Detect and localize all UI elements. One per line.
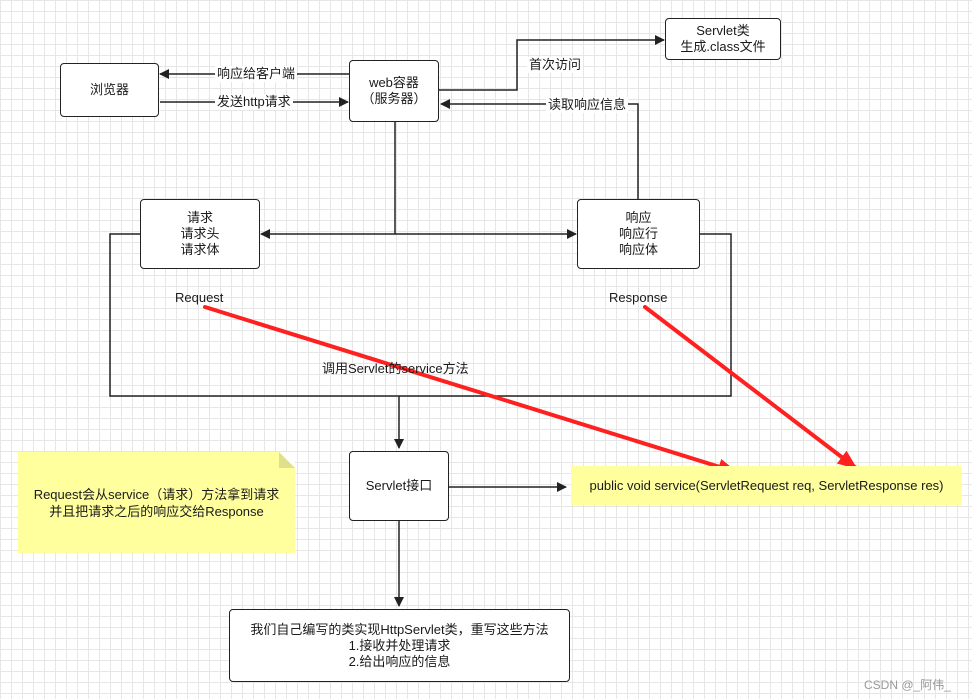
- note-fold-corner: [279, 452, 295, 468]
- service-method-signature: public void service(ServletRequest req, …: [589, 478, 944, 493]
- service-method-note: public void service(ServletRequest req, …: [571, 466, 962, 505]
- request-object-label: Request: [175, 290, 224, 305]
- edge-label-call-service: 调用Servlet的service方法: [322, 361, 469, 376]
- response-line-2: 响应行: [618, 226, 658, 241]
- request-line-3: 请求体: [180, 242, 220, 257]
- servlet-interface-label: Servlet接口: [365, 478, 433, 493]
- explanation-line-2: 并且把请求之后的响应交给Response: [49, 503, 264, 519]
- response-line-1: 响应: [625, 210, 652, 225]
- my-class-line-3: 2.给出响应的信息: [348, 653, 451, 669]
- edge-first-visit: [439, 35, 665, 91]
- response-node: 响应 响应行 响应体: [577, 199, 700, 269]
- response-object-label: Response: [609, 290, 668, 305]
- highlight-arrow-request: [203, 305, 738, 475]
- watermark: CSDN @_阿伟_: [864, 678, 951, 692]
- edge-label-send-http-request: 发送http请求: [215, 94, 293, 110]
- web-container-node: web容器 （服务器）: [349, 60, 439, 122]
- servlet-class-sublabel: 生成.class文件: [680, 39, 766, 54]
- edge-label-respond-to-client: 响应给客户端: [215, 66, 298, 82]
- browser-label: 浏览器: [89, 82, 129, 97]
- request-line-2: 请求头: [180, 226, 220, 241]
- edge-label-first-visit: 首次访问: [527, 57, 584, 73]
- edge-label-read-response-info: 读取响应信息: [546, 97, 629, 113]
- response-line-3: 响应体: [618, 242, 658, 257]
- my-class-line-1: 我们自己编写的类实现HttpServlet类，重写这些方法: [250, 621, 549, 637]
- request-line-1: 请求: [186, 210, 213, 225]
- highlight-arrow-response: [643, 305, 858, 470]
- servlet-class-node: Servlet类 生成.class文件: [665, 18, 781, 60]
- request-node: 请求 请求头 请求体: [140, 199, 260, 269]
- web-container-label: web容器: [369, 75, 419, 90]
- servlet-class-label: Servlet类: [696, 23, 750, 38]
- web-container-sublabel: （服务器）: [361, 91, 427, 106]
- explanation-note: Request会从service（请求）方法拿到请求 并且把请求之后的响应交给R…: [18, 452, 295, 553]
- servlet-interface-node: Servlet接口: [349, 451, 449, 521]
- service-frame: [109, 233, 732, 397]
- explanation-line-1: Request会从service（请求）方法拿到请求: [33, 486, 280, 502]
- my-class-node: 我们自己编写的类实现HttpServlet类，重写这些方法 1.接收并处理请求 …: [229, 609, 570, 682]
- browser-node: 浏览器: [60, 63, 159, 117]
- my-class-line-2: 1.接收并处理请求: [348, 637, 451, 653]
- edge-read-response-info: [440, 99, 639, 199]
